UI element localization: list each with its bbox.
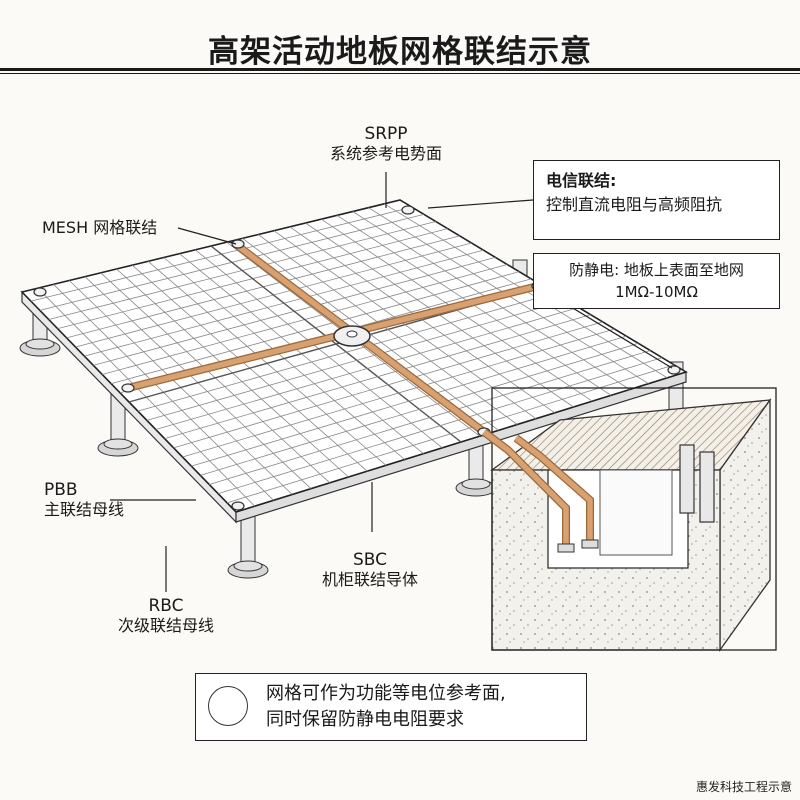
telecom-bonding-callout: 电信联结: 控制直流电阻与高频阻抗 bbox=[533, 160, 780, 240]
note-line2: 同时保留防静电电阻要求 bbox=[266, 709, 464, 730]
slab-strap-2-fill bbox=[514, 435, 593, 544]
slab-copper-straps bbox=[481, 428, 599, 553]
srpp-label: SRPP 系统参考电势面 bbox=[316, 124, 456, 164]
sbc-label: SBC 机柜联结导体 bbox=[300, 550, 440, 590]
bolt bbox=[231, 239, 245, 249]
telecom-heading: 电信联结: bbox=[546, 171, 617, 190]
leader-telecom bbox=[427, 199, 534, 209]
sbc-desc: 机柜联结导体 bbox=[321, 570, 418, 589]
grid-line-b bbox=[200, 342, 639, 476]
strap-clamp-1 bbox=[557, 543, 575, 553]
slab-strap-1-fill bbox=[482, 429, 569, 548]
copper-strap-diagonal-b-fill bbox=[125, 283, 541, 391]
rbc-code: RBC bbox=[148, 596, 184, 616]
bolt bbox=[121, 383, 135, 393]
esd-line2: 1MΩ-10MΩ bbox=[615, 283, 698, 301]
srpp-desc: 系统参考电势面 bbox=[329, 144, 442, 163]
title-rule-thin bbox=[0, 73, 800, 74]
slab-section bbox=[490, 387, 777, 653]
bolt bbox=[33, 287, 47, 297]
bolt bbox=[401, 205, 415, 215]
bolt bbox=[231, 501, 245, 511]
pbb-code: PBB bbox=[44, 480, 78, 500]
grid-line-b bbox=[218, 357, 663, 495]
pbb-label: PBB 主联结母线 bbox=[44, 480, 124, 520]
leader-mesh bbox=[177, 227, 237, 245]
srpp-code: SRPP bbox=[364, 124, 408, 144]
inner-cavity bbox=[599, 469, 673, 556]
note-box: 网格可作为功能等电位参考面, 同时保留防静电电阻要求 bbox=[195, 673, 587, 741]
strap-clamp-2 bbox=[581, 539, 599, 549]
steel-post bbox=[679, 444, 695, 514]
pedestal bbox=[227, 511, 269, 579]
note-text: 网格可作为功能等电位参考面, 同时保留防静电电阻要求 bbox=[266, 681, 506, 733]
note-circle-icon bbox=[208, 686, 248, 726]
rbc-label: RBC 次级联结母线 bbox=[96, 596, 236, 636]
leader-lines bbox=[110, 172, 673, 592]
slab-outer-frame bbox=[491, 387, 777, 651]
title-rule bbox=[0, 68, 800, 71]
esd-callout: 防静电: 地板上表面至地网 1MΩ-10MΩ bbox=[533, 253, 780, 309]
grid-line-b bbox=[209, 350, 651, 485]
page-title: 高架活动地板网格联结示意 bbox=[208, 34, 592, 70]
pbb-desc: 主联结母线 bbox=[44, 500, 125, 519]
sbc-code: SBC bbox=[352, 550, 388, 570]
esd-line1: 防静电: 地板上表面至地网 bbox=[569, 261, 744, 279]
note-line1: 网格可作为功能等电位参考面, bbox=[266, 683, 506, 704]
central-bond-bolt bbox=[346, 330, 358, 338]
steel-post-2 bbox=[699, 451, 715, 523]
footer-credit: 惠发科技工程示意 bbox=[695, 780, 792, 794]
mesh-label: MESH 网格联结 bbox=[42, 218, 158, 237]
telecom-text: 控制直流电阻与高频阻抗 bbox=[546, 195, 723, 214]
rbc-desc: 次级联结母线 bbox=[117, 616, 214, 635]
